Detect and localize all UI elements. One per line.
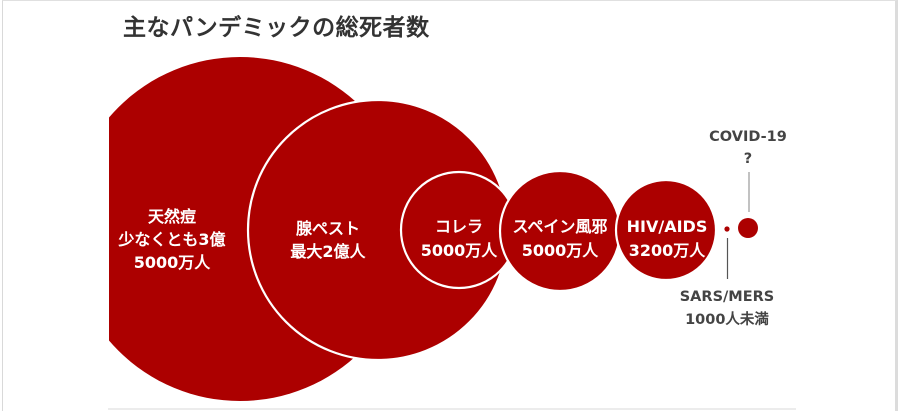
spanish-flu-label-value: 5000万人 xyxy=(522,241,600,260)
bottom-rule xyxy=(108,408,796,410)
spanish-flu-label-name: スペイン風邪 xyxy=(513,217,608,236)
bubble-covid-19 xyxy=(738,172,758,238)
smallpox-label-value1: 少なくとも3億 xyxy=(117,230,225,249)
bubble-sars-mers xyxy=(724,226,730,279)
covid-label-value: ? xyxy=(744,151,752,167)
smallpox-label-name: 天然痘 xyxy=(148,207,196,226)
hiv-label-name: HIV/AIDS xyxy=(627,217,708,236)
smallpox-label-value2: 5000万人 xyxy=(134,253,212,272)
plague-label-value: 最大2億人 xyxy=(290,242,366,261)
covid-label-name: COVID-19 xyxy=(709,129,787,145)
plague-label-name: 腺ペスト xyxy=(296,219,360,238)
chart-title: 主なパンデミックの総死者数 xyxy=(123,15,430,41)
cholera-label-name: コレラ xyxy=(435,217,483,236)
bubble-hiv-aids xyxy=(614,178,718,282)
cholera-label-value: 5000万人 xyxy=(421,241,499,260)
sars-label-value: 1000人未満 xyxy=(685,310,769,328)
hiv-label-value: 3200万人 xyxy=(629,241,707,260)
sars-label-name: SARS/MERS xyxy=(680,289,775,305)
